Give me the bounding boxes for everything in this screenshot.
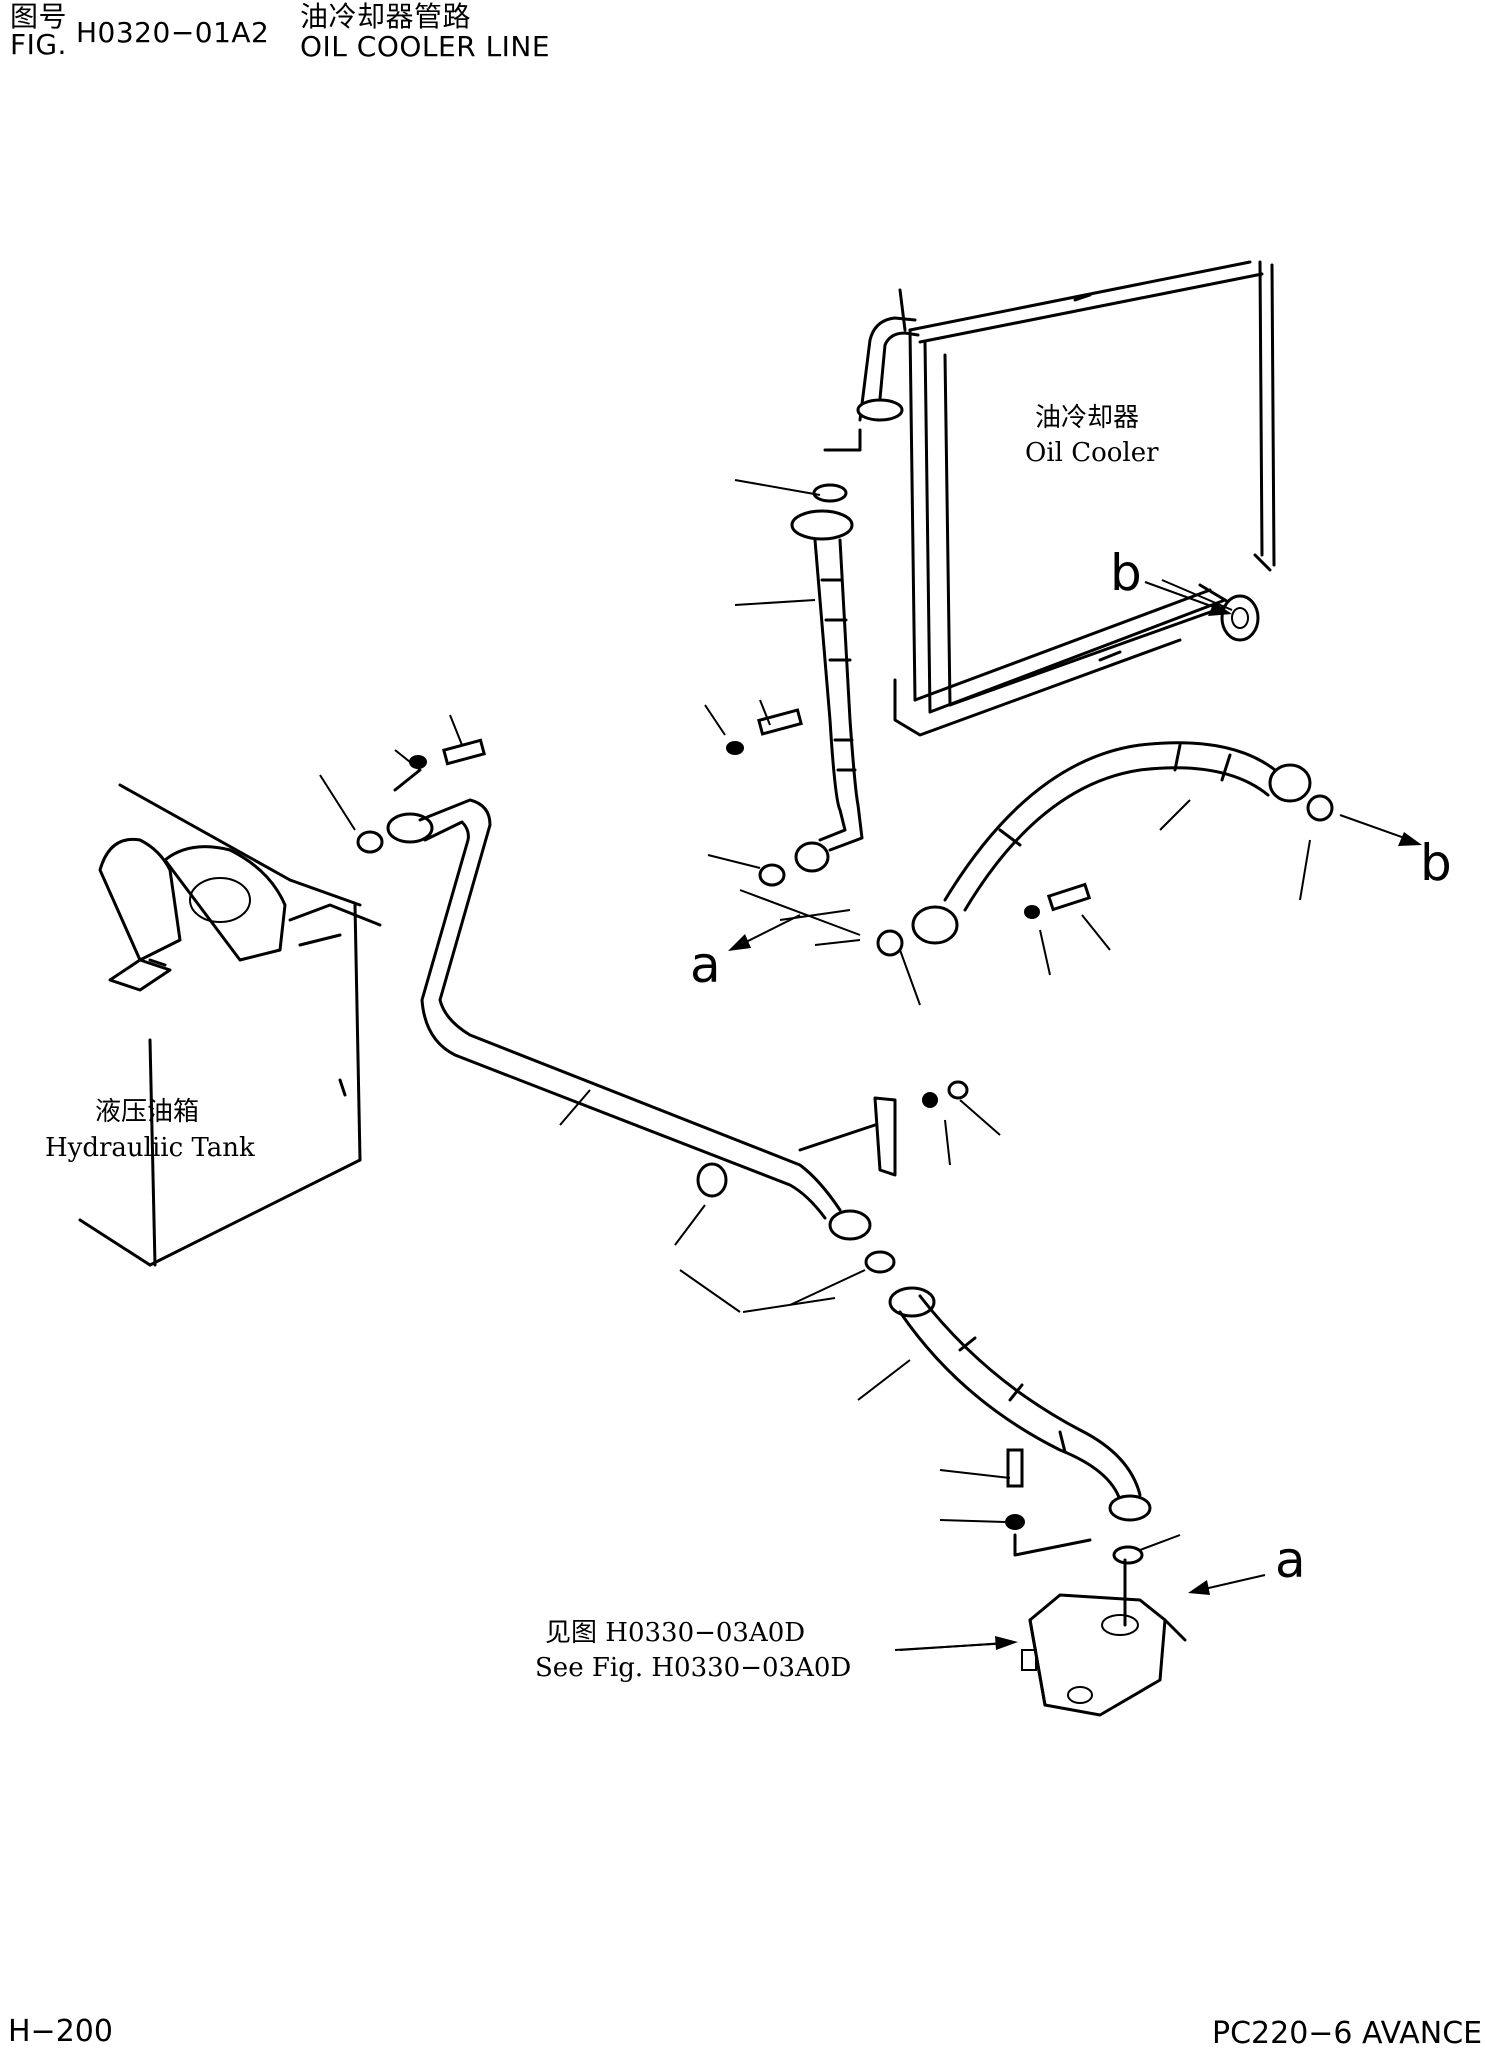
cooler-inlet-hose <box>876 741 1334 957</box>
hydraulic-tank <box>78 783 382 1267</box>
ref-arrows <box>728 581 1422 1651</box>
tank-label-en: Hydrauliic Tank <box>45 1133 255 1163</box>
ref-label-a-right: a <box>1275 1531 1306 1589</box>
oil-cooler-label-cn: 油冷却器 <box>1035 403 1140 433</box>
model-name: PC220−6 AVANCE <box>1212 2016 1483 2051</box>
see-fig-label-cn: 见图 H0330−03A0D <box>545 1618 806 1648</box>
fig-label-cn: 图号 <box>10 0 68 33</box>
return-pipe <box>356 738 969 1274</box>
title-cn: 油冷却器管路 <box>300 0 472 33</box>
title-en: OIL COOLER LINE <box>300 30 551 63</box>
ref-label-b-right: b <box>1420 834 1452 892</box>
oil-cooler <box>823 260 1276 737</box>
fig-label-en: FIG. <box>10 28 67 61</box>
tank-label-cn: 液压油箱 <box>95 1097 200 1127</box>
oil-cooler-label-en: Oil Cooler <box>1025 438 1159 468</box>
cooler-outlet-hose <box>726 483 864 887</box>
page-number: H−200 <box>8 2014 113 2049</box>
leader-lines <box>319 479 1311 1651</box>
ref-label-b-top: b <box>1110 544 1142 602</box>
see-fig-label-en: See Fig. H0330−03A0D <box>535 1653 852 1683</box>
ref-label-a-left: a <box>690 936 721 994</box>
valve-hose <box>888 1286 1152 1565</box>
fig-number: H0320−01A2 <box>76 16 270 49</box>
control-valve-block <box>1021 1558 1187 1717</box>
